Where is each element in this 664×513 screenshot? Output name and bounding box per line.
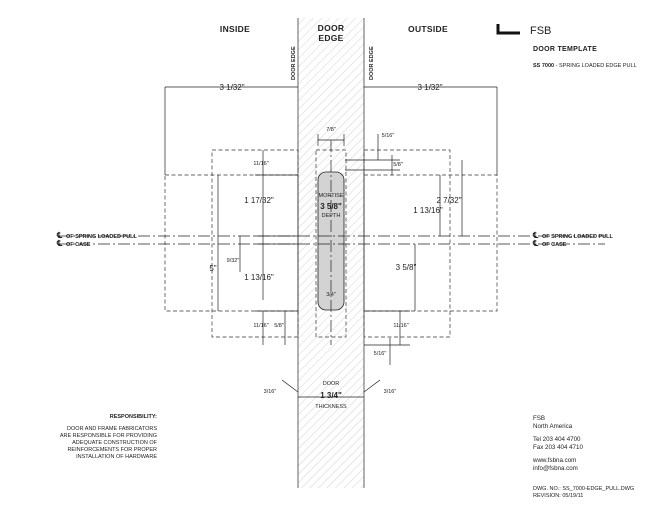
door-edge-header-line2: EDGE [318, 33, 343, 43]
model-line: SS 7000 - SPRING LOADED EDGE PULL [533, 63, 637, 69]
dim-3-4: 3/4" [326, 292, 336, 298]
template-title: DOOR TEMPLATE [533, 46, 597, 53]
leader-3-16-left [281, 379, 299, 393]
dim-7-8: 7/8" [326, 127, 336, 133]
dim-11-16-top: 11/16" [253, 161, 268, 167]
cl-label-case-right: OF CASE [542, 242, 567, 248]
dim-5-8-a: 5/8" [393, 162, 403, 168]
door-edge-vertical-label-right: DOOR EDGE [369, 46, 375, 80]
cl-label-case-left: OF CASE [66, 242, 91, 248]
dim-11-16-bottom-right: 11/16" [393, 323, 408, 329]
inside-header: INSIDE [220, 24, 250, 34]
dim-5-16-bottom: 5/16" [374, 351, 387, 357]
case-outline-outside [363, 174, 498, 312]
dim-top-left: 3 1/32" [219, 83, 244, 92]
model-code: SS 7000 [533, 63, 554, 69]
contact-region: North America [533, 423, 573, 430]
responsibility-line-4: REINFORCEMENTS FOR PROPER [67, 447, 157, 453]
door-edge-header-line1: DOOR [318, 23, 345, 33]
drawing-number: DWG. NO.: SS_7000-EDGE_PULL.DWG [533, 486, 634, 492]
cl-symbol-pull-left: ℄ [56, 231, 63, 240]
dim-2-7-32: 2 7/32" [436, 196, 461, 205]
dim-thickness: 1 3/4" [320, 391, 342, 400]
reinforcement-outline-outside [363, 149, 451, 338]
dim-mortise-depth: 3 5/8" [320, 202, 342, 211]
responsibility-line-2: ARE RESPONSIBLE FOR PROVIDING [60, 433, 157, 439]
cl-label-pull-right: OF SPRING LOADED PULL [542, 234, 614, 240]
dim-top-right: 3 1/32" [417, 83, 442, 92]
mortise-label: MORTISE [319, 193, 344, 199]
dim-11-16-bottom-left: 11/16" [253, 323, 268, 329]
contact-email: info@fsbna.com [533, 465, 578, 472]
contact-web: www.fsbna.com [532, 457, 576, 464]
dim-3-16-right: 3/16" [384, 389, 397, 395]
dim-1-17-32: 1 17/32" [244, 196, 274, 205]
cl-symbol-pull-right: ℄ [532, 231, 539, 240]
cl-symbol-case-right: ℄ [532, 239, 539, 248]
responsibility-title: RESPONSIBILITY: [110, 414, 157, 420]
contact-fax: Fax 203 404 4710 [533, 444, 583, 451]
dim-9-32: 9/32" [227, 258, 240, 264]
dim-3-16-left: 3/16" [264, 389, 277, 395]
fsb-logo-text: FSB [530, 25, 551, 37]
responsibility-line-1: DOOR AND FRAME FABRICATORS [67, 426, 157, 432]
responsibility-line-3: ADEQUATE CONSTRUCTION OF [72, 440, 157, 446]
contact-company: FSB [533, 415, 545, 422]
cl-symbol-case-left: ℄ [56, 239, 63, 248]
dim-3-5-8: 3 5/8" [396, 263, 417, 272]
leader-3-16-right [363, 379, 381, 393]
outside-header: OUTSIDE [408, 24, 448, 34]
contact-tel: Tel 203 404 4700 [533, 436, 581, 443]
fsb-logo-mark [496, 24, 520, 35]
dim-5: 5" [209, 264, 216, 273]
model-description: - SPRING LOADED EDGE PULL [554, 63, 637, 69]
responsibility-line-5: INSTALLATION OF HARDWARE [76, 454, 157, 460]
reinforcement-outline-inside [211, 149, 299, 338]
dim-5-16-top: 5/16" [382, 133, 395, 139]
revision: REVISION: 05/19/11 [533, 493, 583, 499]
door-edge-vertical-label-left: DOOR EDGE [291, 46, 297, 80]
dim-1-13-16-right: 1 13/16" [413, 206, 443, 215]
door-label: DOOR [323, 381, 340, 387]
depth-label: DEPTH [322, 213, 341, 219]
cl-label-pull-left: OF SPRING LOADED PULL [66, 234, 138, 240]
thickness-label: THICKNESS [315, 404, 347, 410]
dim-1-13-16-left: 1 13/16" [244, 273, 274, 282]
dim-5-8-bottom: 5/8" [274, 323, 284, 329]
case-outline-inside [164, 174, 299, 312]
